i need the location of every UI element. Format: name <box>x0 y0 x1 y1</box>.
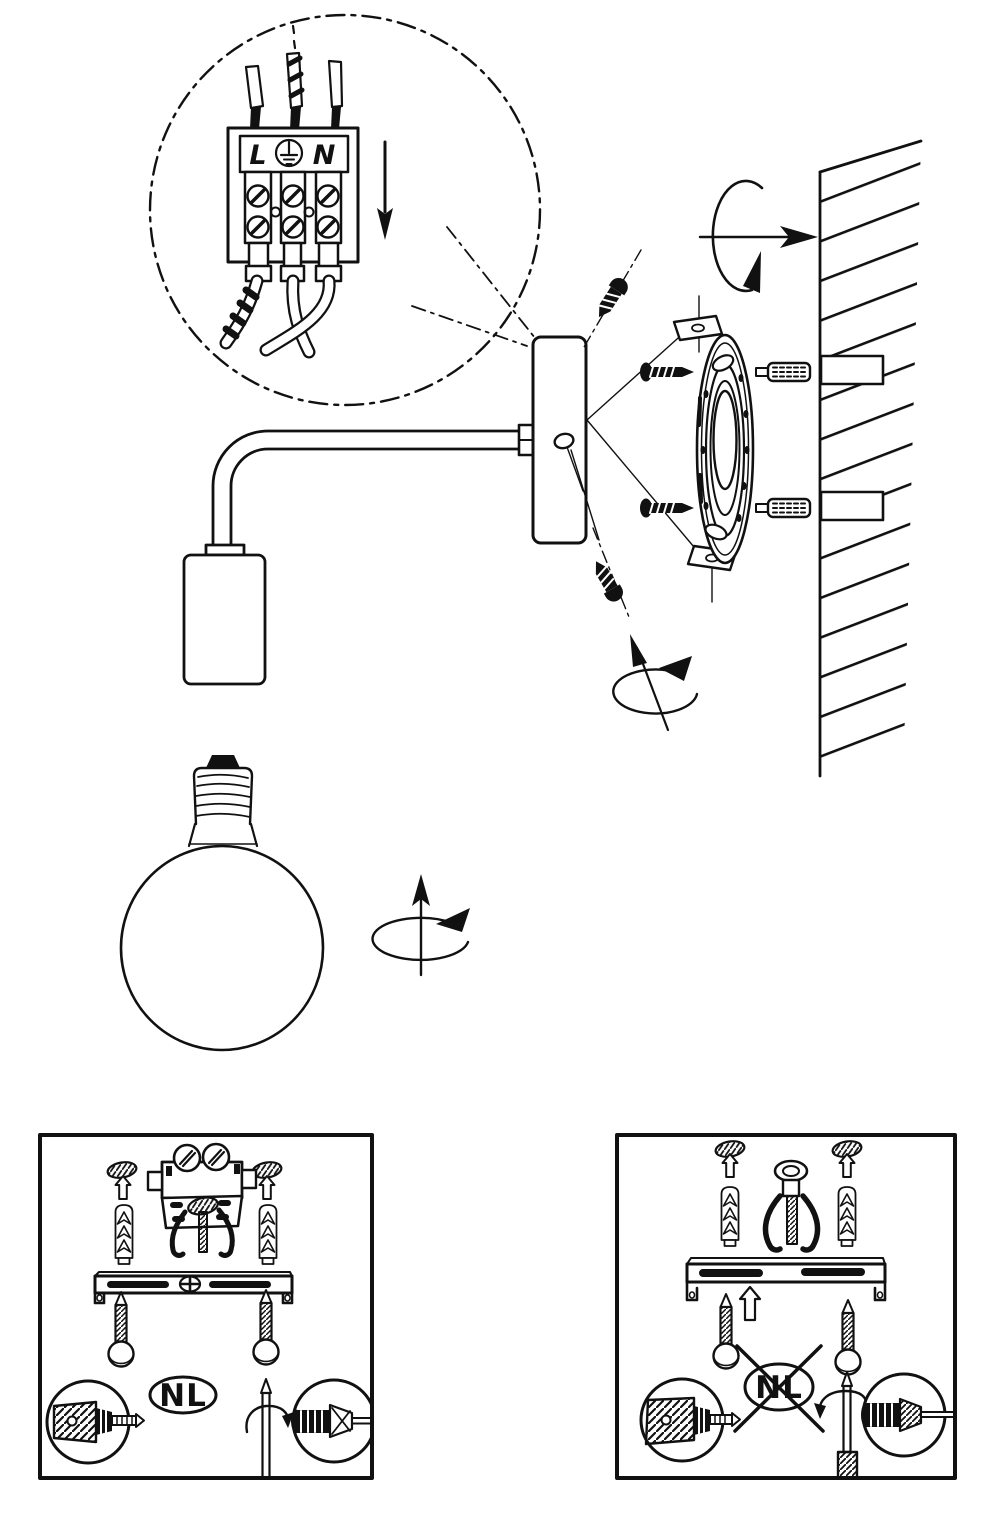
neutral-terminal-label: N <box>313 140 336 171</box>
terminal-block: L N <box>226 126 360 283</box>
wall-plug-icon <box>754 361 812 383</box>
wall-plug-icon <box>720 1185 740 1248</box>
drilled-hole <box>819 354 885 386</box>
wall-lamp <box>182 335 588 686</box>
screw-bulb-rotation-icon <box>371 874 470 977</box>
canopy-screw-icon <box>590 273 633 324</box>
panel-not-nl: NL <box>615 1133 957 1480</box>
canopy-screw-icon <box>586 555 628 607</box>
socket-collar <box>204 543 246 557</box>
wall-plug-icon <box>754 497 812 519</box>
drilled-hole <box>819 490 885 522</box>
panel-nl: NL <box>38 1133 374 1480</box>
mounting-screw-icon <box>638 361 696 383</box>
terminal-block-icon <box>146 1142 258 1230</box>
nl-badge-crossed: NL <box>733 1344 825 1433</box>
earth-ground-icon <box>274 138 304 168</box>
cable-clamp-icon <box>169 1196 235 1258</box>
mounting-plate-icon <box>672 314 755 572</box>
globe-bulb-icon <box>119 755 325 1052</box>
mounting-bracket-icon <box>685 1257 887 1302</box>
screwdriver-icon <box>861 1397 953 1433</box>
wiring-detail-balloon <box>148 13 542 407</box>
nl-country-label: NL <box>159 1378 207 1414</box>
terminal-screws <box>246 184 340 239</box>
screwdriver-icon <box>291 1403 370 1439</box>
wall-section-icon <box>818 139 923 778</box>
drill-detail-circle <box>639 1377 741 1463</box>
drill-icon <box>644 1396 741 1446</box>
canopy-hole <box>553 432 575 450</box>
wall-plug-icon <box>837 1185 857 1248</box>
cable-clamp-icon <box>762 1159 821 1253</box>
screwdriver-rotation-icon <box>245 1378 294 1476</box>
mounting-bracket-icon <box>93 1271 294 1305</box>
terminal-exit-wires <box>219 274 336 359</box>
push-up-arrow-icon <box>738 1285 762 1322</box>
drill-icon <box>52 1400 145 1444</box>
cross-out-line <box>733 1344 823 1433</box>
wall-plug-icon <box>258 1203 278 1266</box>
screwdriver-detail-circle <box>291 1378 370 1464</box>
nl-badge: NL <box>148 1375 218 1415</box>
mains-wires <box>244 24 344 130</box>
arrow-down-icon <box>377 140 393 240</box>
wall-plug-icon <box>114 1203 134 1266</box>
drill-detail-circle <box>45 1379 145 1465</box>
twist-canopy-icon <box>612 634 699 732</box>
rotate-into-wall-icon <box>698 179 818 293</box>
live-wire-icon <box>244 64 265 110</box>
screwdriver-detail-circle <box>861 1372 953 1458</box>
live-terminal-label: L <box>249 140 266 171</box>
neutral-wire-icon <box>327 59 344 109</box>
lamp-socket <box>182 553 267 686</box>
